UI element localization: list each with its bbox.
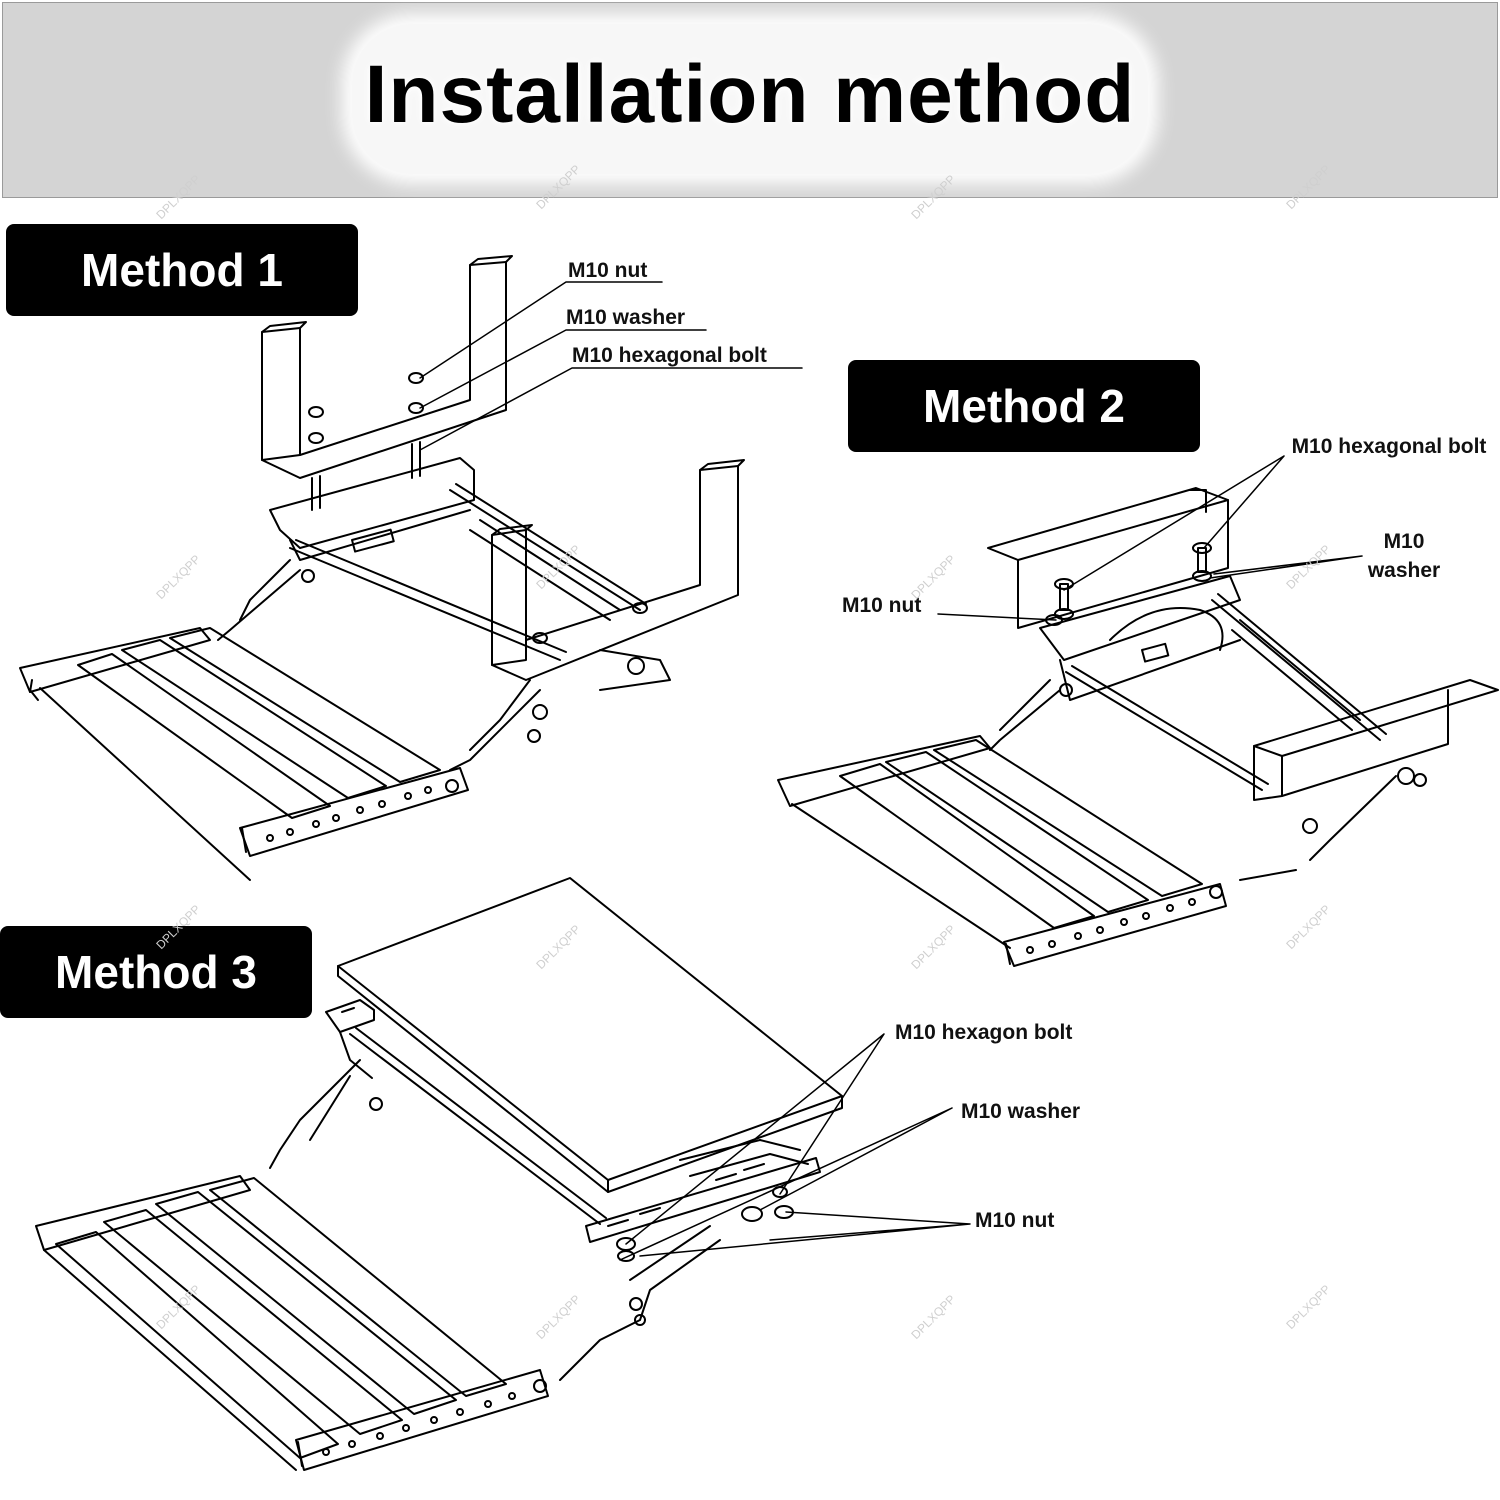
method-3-rails	[349, 1027, 809, 1225]
m2-callout-nut: M10 nut	[842, 594, 922, 617]
m3-callout-nut: M10 nut	[975, 1209, 1055, 1232]
method-2-drawing	[777, 455, 1499, 967]
method-1-drawing	[19, 255, 803, 881]
method-3-label: Method 3	[0, 926, 312, 1018]
method-2-label: Method 2	[848, 360, 1200, 452]
method-3-drawing	[35, 877, 971, 1471]
method-1-treads	[19, 627, 441, 881]
method-3-floor-panel	[337, 877, 843, 1193]
method-3-treads	[35, 1175, 507, 1471]
method-3-front-bar	[295, 1369, 549, 1471]
method-2-leaders	[937, 455, 1363, 621]
m3-callout-washer: M10 washer	[961, 1100, 1081, 1123]
m2-callout-bolt: M10 hexagonal bolt	[1291, 435, 1487, 458]
method-1-nuts	[308, 372, 648, 644]
method-1-leaders	[419, 281, 803, 451]
method-3-leaders	[619, 1033, 971, 1261]
method-2-rails	[1065, 593, 1387, 791]
method-1-rails	[289, 483, 647, 661]
m1-callout-washer: M10 washer	[566, 306, 686, 329]
method-1-linkage	[217, 559, 671, 771]
m1-callout-bolt: M10 hexagonal bolt	[572, 344, 767, 367]
method-2-treads	[777, 735, 1203, 949]
method-1-u-bracket-left	[261, 255, 513, 479]
method-3-linkage	[269, 1059, 721, 1381]
m2-callout-washer: M10 washer	[1367, 530, 1441, 582]
method-1-label: Method 1	[6, 224, 358, 316]
method-2-front-bar	[1003, 883, 1227, 967]
method-1-bolts	[311, 441, 421, 511]
page-title: Installation method	[364, 49, 1136, 140]
method-2-linkage	[989, 679, 1427, 881]
method-1-plate	[269, 457, 475, 561]
title-glow	[352, 24, 1148, 174]
method-2-angle-bracket	[987, 487, 1499, 801]
m3-callout-bolt: M10 hexagon bolt	[895, 1021, 1073, 1044]
method-2-plate	[1039, 575, 1241, 701]
method-1-front-bar	[239, 767, 469, 857]
method-3-plate	[325, 999, 375, 1079]
m1-callout-nut: M10 nut	[568, 259, 648, 282]
